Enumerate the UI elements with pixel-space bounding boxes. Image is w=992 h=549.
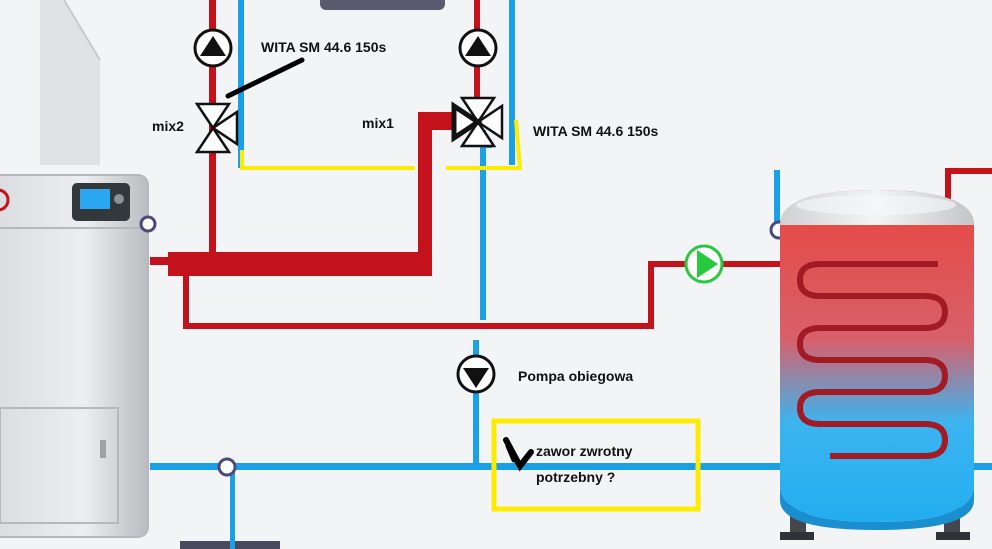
valve-label-mix1: mix1 [362,115,394,131]
annotation-strokes [225,57,534,472]
hot-water-tank [780,190,974,540]
question-highlight-box [491,418,701,512]
boiler-door [0,407,119,524]
valve-label-mix2: mix2 [152,118,184,134]
pump-right [458,28,498,68]
top-unit [320,0,445,10]
pump-model-label-right: WITA SM 44.6 150s [533,123,659,139]
yellow-highlights [240,119,701,512]
mixing-valve-mix1 [451,96,504,148]
boiler-display [80,189,110,209]
pump-left [193,28,233,68]
question-label-line1: zawor zwrotny [536,443,633,459]
flue-pipe [40,0,101,165]
tank-pump [684,244,724,284]
circulation-pump [456,354,496,394]
boiler [0,174,149,538]
pump-model-label-left: WITA SM 44.6 150s [261,39,387,55]
junction-points [139,215,789,477]
heating-coil [796,261,949,459]
question-label-line2: potrzebny ? [536,469,616,485]
mixing-valve-mix2 [194,102,239,154]
circulation-pump-label: Pompa obiegowa [518,368,634,384]
